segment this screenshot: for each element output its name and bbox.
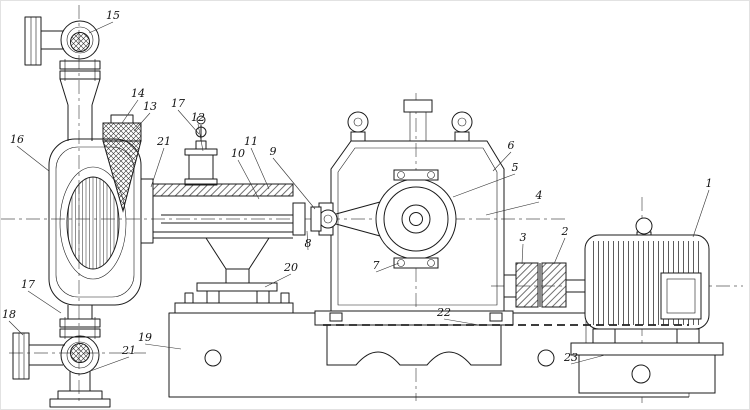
callout-label: 17 xyxy=(171,97,185,110)
callout-label: 8 xyxy=(305,237,312,250)
callout-label: 11 xyxy=(244,135,258,148)
ball-valve xyxy=(60,335,100,375)
callout-leader xyxy=(84,356,130,374)
pipe-flange xyxy=(57,390,103,400)
callout-leader xyxy=(452,173,516,198)
lubricator xyxy=(184,115,218,186)
coupling-half xyxy=(515,262,539,308)
callout-label: 10 xyxy=(231,147,245,160)
callout-leader xyxy=(521,243,524,265)
terminal-box xyxy=(660,272,702,320)
filler-cap xyxy=(403,99,433,113)
callout-leader xyxy=(250,147,270,190)
callout-label: 4 xyxy=(535,189,543,202)
bearing-cap-flange xyxy=(393,169,439,181)
callout-label: 5 xyxy=(512,161,519,174)
callout-leader xyxy=(692,189,710,238)
electric-motor xyxy=(570,217,724,394)
motor-foot xyxy=(676,328,700,344)
diaphragm-stack xyxy=(66,176,120,270)
bearing-cap-flange xyxy=(393,257,439,269)
crankcase-foot xyxy=(314,310,514,366)
callout-leader xyxy=(150,147,165,188)
callout-leader xyxy=(88,21,114,34)
callout-label: 21 xyxy=(156,135,171,148)
callout-label: 9 xyxy=(270,145,277,158)
callout-label: 19 xyxy=(138,331,152,344)
eyebolt xyxy=(451,111,473,133)
pipe-flange xyxy=(24,16,42,66)
callout-leader xyxy=(485,201,540,216)
shaft-coupling xyxy=(503,262,589,308)
crankcase-housing xyxy=(318,99,505,312)
callout-label: 18 xyxy=(2,308,16,321)
callout-label: 12 xyxy=(191,111,205,124)
callout-label: 2 xyxy=(561,225,569,238)
callout-leader xyxy=(16,145,50,172)
callout-label: 3 xyxy=(520,231,527,244)
lifting-eye xyxy=(635,217,653,235)
drain-cone xyxy=(205,237,270,270)
callout-label: 22 xyxy=(436,306,451,319)
callout-label: 13 xyxy=(143,100,157,113)
crosshead-pin xyxy=(318,209,338,229)
cylinder-support-pedestal xyxy=(174,237,294,314)
callout-leader xyxy=(306,230,309,251)
cylinder-wall xyxy=(152,183,294,197)
crank-bearing-assembly xyxy=(375,169,457,269)
callout-leader xyxy=(197,123,204,152)
callout-leader xyxy=(144,343,182,350)
callout-label: 15 xyxy=(106,9,120,22)
callout-leader xyxy=(133,112,151,132)
clamp-cap xyxy=(110,114,134,124)
foundation-bolt xyxy=(489,312,503,322)
callout-leader xyxy=(492,151,512,172)
base-hole xyxy=(631,364,651,384)
callout-leader xyxy=(237,159,260,200)
stud-bolt xyxy=(184,292,194,304)
callout-leader xyxy=(553,237,566,265)
callout-label: 16 xyxy=(10,133,24,146)
callout-leader xyxy=(272,157,316,210)
foundation-bolt xyxy=(329,312,343,322)
callout-leader xyxy=(121,99,139,124)
anchor-hole xyxy=(537,349,555,367)
callout-label: 1 xyxy=(706,177,713,190)
pump-cylinder xyxy=(140,178,306,244)
motor-foot xyxy=(592,328,616,344)
eyebolt xyxy=(347,111,369,133)
connecting-rod xyxy=(310,201,381,237)
callout-label: 7 xyxy=(373,259,380,272)
anchor-hole xyxy=(204,349,222,367)
valve-ball xyxy=(70,343,90,363)
clamp-band xyxy=(102,122,142,142)
callout-label: 6 xyxy=(508,139,515,152)
callout-leader xyxy=(27,290,62,314)
ball-valve xyxy=(60,20,100,60)
callout-leader xyxy=(8,320,24,336)
callout-leader xyxy=(570,354,606,365)
callout-leader xyxy=(443,318,480,326)
motor-base xyxy=(578,354,716,394)
motor-base-plate xyxy=(570,342,724,356)
clevis xyxy=(310,206,322,232)
cylinder-flange xyxy=(140,178,154,244)
pipe-flange xyxy=(12,332,30,380)
coupling-half xyxy=(541,262,567,308)
callout-label: 20 xyxy=(283,261,298,274)
stud-bolt xyxy=(280,292,290,304)
callout-leader xyxy=(375,262,400,273)
rod-gland xyxy=(292,202,306,236)
callout-label: 21 xyxy=(121,344,136,357)
callout-label: 23 xyxy=(563,351,578,364)
callout-leader xyxy=(177,109,200,135)
callout-label: 14 xyxy=(131,87,145,100)
valve-ball xyxy=(70,32,90,52)
callout-label: 17 xyxy=(21,278,35,291)
callout-leader xyxy=(264,273,292,288)
diaphragm-pump-chamber xyxy=(48,114,142,306)
